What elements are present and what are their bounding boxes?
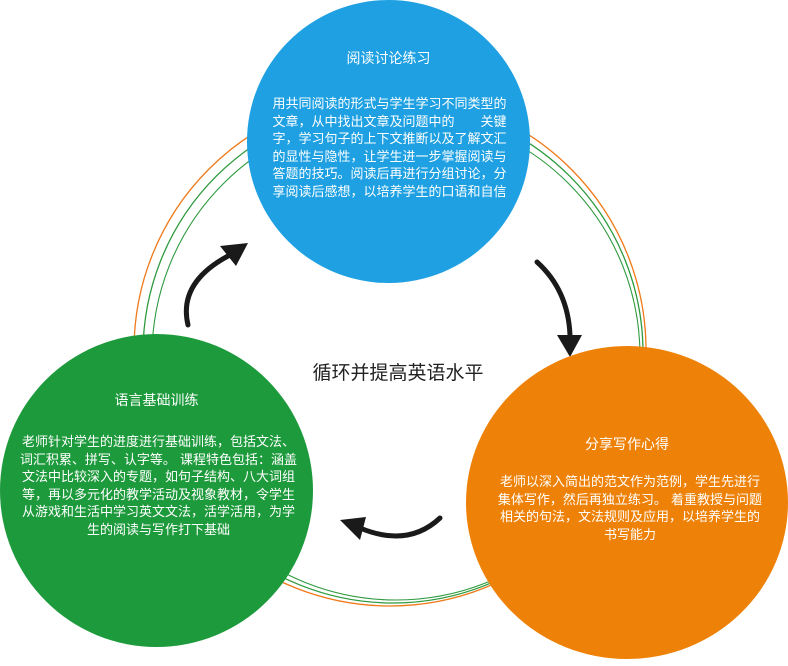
arrow-basics-to-reading bbox=[183, 253, 231, 328]
arrow-writing-to-basics bbox=[357, 515, 443, 539]
arrowhead-reading-to-writing bbox=[557, 335, 582, 357]
reading-discussion-title: 阅读讨论练习 bbox=[346, 51, 431, 67]
language-basics-title: 语言基础训练 bbox=[114, 393, 199, 409]
language-basics-circle: 语言基础训练 老师针对学生的进度进行基础训练，包括文法、词汇积累、拼写、认字等。… bbox=[0, 334, 313, 647]
language-basics-body: 老师针对学生的进度进行基础训练，包括文法、词汇积累、拼写、认字等。 课程特色包括… bbox=[19, 435, 298, 538]
arrow-reading-to-writing bbox=[534, 259, 573, 338]
writing-sharing-circle: 分享写作心得 老师以深入简出的范文作为范例，学生先进行集体写作，然后再独立练习。… bbox=[466, 346, 788, 659]
reading-discussion-circle: 阅读讨论练习 用共同阅读的形式与学生学习不同类型的文章，从中找出文章及问题中的 … bbox=[247, 0, 530, 283]
arrowhead-basics-to-reading bbox=[220, 243, 248, 266]
reading-discussion-body: 用共同阅读的形式与学生学习不同类型的文章，从中找出文章及问题中的 关键字，学习句… bbox=[272, 97, 507, 200]
writing-sharing-body: 老师以深入简出的范文作为范例，学生先进行集体写作，然后再独立练习。 着重教授与问… bbox=[497, 475, 763, 543]
cycle-center-label: 循环并提高英语水平 bbox=[312, 362, 484, 384]
arrowhead-writing-to-basics bbox=[340, 517, 366, 540]
writing-sharing-title: 分享写作心得 bbox=[585, 437, 669, 453]
